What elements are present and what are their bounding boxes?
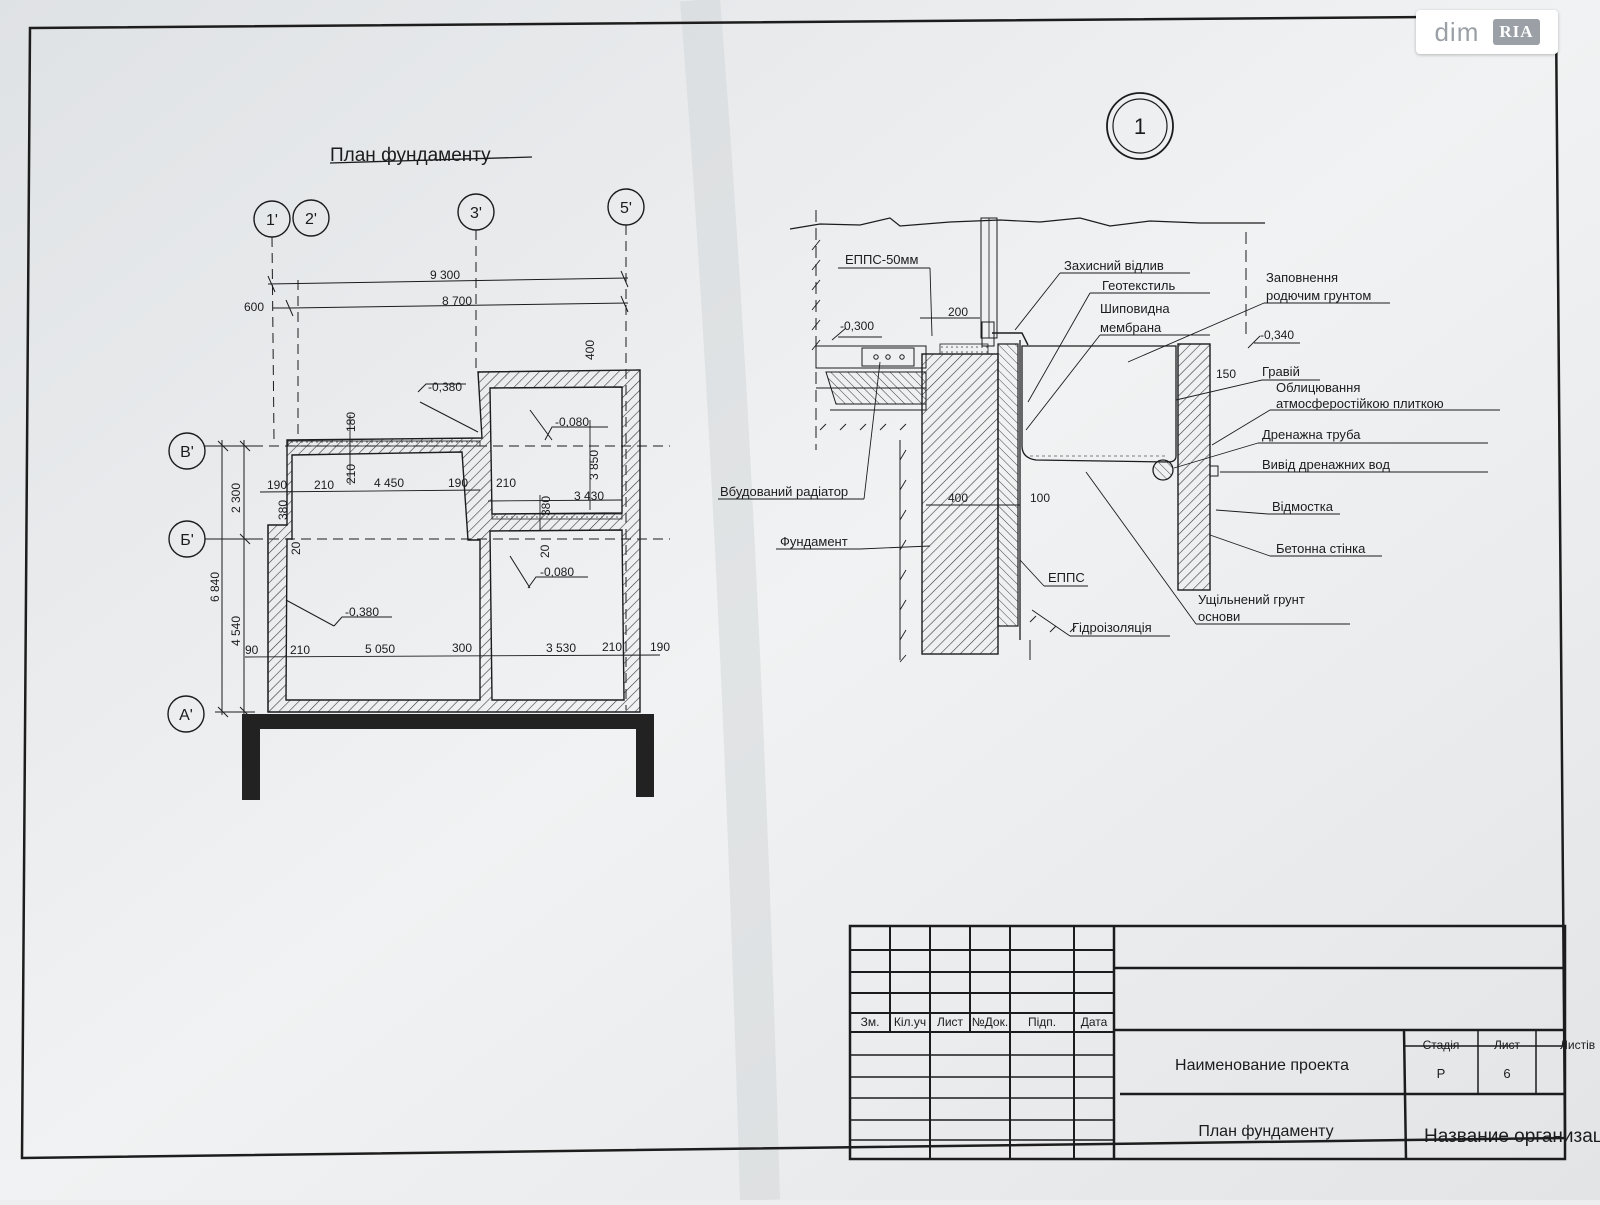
label-ushchilnenyi: Ущільнений грунт	[1198, 592, 1305, 607]
svg-text:5 050: 5 050	[365, 642, 395, 656]
svg-text:20: 20	[289, 541, 303, 555]
svg-text:1': 1'	[266, 212, 278, 229]
svg-text:150: 150	[1216, 367, 1236, 381]
dim-ria-watermark: dim RIA	[1416, 10, 1558, 54]
svg-text:190: 190	[267, 478, 287, 492]
label-vyvid: Вивід дренажних вод	[1262, 457, 1390, 472]
label-epps: ЕППС	[1048, 570, 1085, 585]
epps-insulation	[997, 343, 1019, 627]
slab-band	[242, 714, 654, 729]
label-level-340: -0,340	[1260, 328, 1294, 342]
svg-text:180: 180	[344, 412, 358, 432]
svg-text:210: 210	[290, 643, 310, 657]
organization-name: Название организации	[1424, 1126, 1600, 1147]
svg-text:380: 380	[539, 496, 553, 516]
svg-text:Підп.: Підп.	[1028, 1015, 1056, 1029]
svg-text:Дата: Дата	[1081, 1015, 1108, 1029]
drain-pipe-icon	[1152, 459, 1174, 481]
label-level-300: -0,300	[840, 319, 874, 333]
dim-2300: 2 300	[229, 483, 243, 513]
dim-8700: 8 700	[442, 294, 472, 308]
label-vidmostka: Відмостка	[1272, 499, 1334, 514]
level-mark: -0,080	[555, 415, 589, 429]
svg-text:В': В'	[180, 444, 194, 461]
label-membrane: Шиповидна	[1100, 301, 1170, 316]
label-radiator: Вбудований радіатор	[720, 484, 848, 499]
svg-text:3 850: 3 850	[587, 450, 601, 480]
svg-text:Лист: Лист	[937, 1015, 964, 1029]
dim-4540: 4 540	[229, 616, 243, 646]
svg-text:20: 20	[538, 544, 552, 558]
sheet-number: 6	[1503, 1066, 1510, 1081]
svg-text:400: 400	[583, 340, 597, 360]
svg-text:210: 210	[314, 478, 334, 492]
svg-text:210: 210	[496, 476, 516, 490]
svg-text:родючим грунтом: родючим грунтом	[1266, 288, 1371, 303]
dim-6840: 6 840	[208, 572, 222, 602]
sheet-name: План фундаменту	[1198, 1123, 1333, 1140]
svg-text:атмосферостійкою плиткою: атмосферостійкою плиткою	[1276, 396, 1444, 411]
stage-value: Р	[1437, 1066, 1446, 1081]
plan-walls	[267, 369, 641, 713]
label-oblitsiuvannia: Облицювання	[1276, 380, 1360, 395]
dim-600: 600	[244, 300, 264, 314]
svg-text:190: 190	[650, 640, 670, 654]
svg-text:Кіл.уч: Кіл.уч	[894, 1015, 926, 1029]
label-epps50: ЕППС-50мм	[845, 252, 918, 267]
svg-text:300: 300	[452, 641, 472, 655]
concrete-wall	[1177, 343, 1211, 591]
level-mark: -0,080	[540, 565, 574, 579]
svg-text:3': 3'	[470, 205, 482, 222]
axis-bubble-v: В'	[168, 432, 206, 470]
svg-text:мембрана: мембрана	[1100, 320, 1162, 335]
label-drenazhna: Дренажна труба	[1262, 427, 1361, 442]
svg-text:1: 1	[1134, 114, 1146, 139]
detail-marker: 1	[1106, 92, 1174, 160]
svg-text:Б': Б'	[180, 532, 194, 549]
ria-logo-icon: RIA	[1493, 19, 1540, 45]
label-graviy: Гравій	[1262, 364, 1300, 379]
svg-text:200: 200	[948, 305, 968, 319]
label-zakhysnyi: Захисний відлив	[1064, 258, 1164, 273]
svg-text:Зм.: Зм.	[861, 1015, 880, 1029]
svg-text:Лист: Лист	[1494, 1038, 1521, 1052]
svg-text:основи: основи	[1198, 609, 1240, 624]
axis-bubble-2: 2'	[292, 199, 330, 237]
svg-text:190: 190	[448, 476, 468, 490]
label-zapovnennia: Заповнення	[1266, 270, 1338, 285]
watermark-brand: dim	[1434, 16, 1480, 47]
svg-text:4 450: 4 450	[374, 476, 404, 490]
level-mark: -0,380	[345, 605, 379, 619]
svg-text:5': 5'	[620, 200, 632, 217]
level-mark: -0,380	[428, 380, 462, 394]
svg-text:90: 90	[245, 643, 259, 657]
label-fundament: Фундамент	[780, 534, 848, 549]
section-detail: 1	[718, 92, 1500, 663]
plan-title: План фундаменту	[330, 145, 491, 166]
svg-text:3 430: 3 430	[574, 489, 604, 503]
label-betonna: Бетонна стінка	[1276, 541, 1366, 556]
label-geotekstyl: Геотекстиль	[1102, 278, 1176, 293]
svg-text:100: 100	[1030, 491, 1050, 505]
svg-text:210: 210	[602, 640, 622, 654]
svg-text:Стадія: Стадія	[1423, 1038, 1460, 1052]
dim-9300: 9 300	[430, 268, 460, 282]
foundation-plan: План фундаменту 1' 2' 3' 5' В' Б'	[167, 145, 670, 800]
title-block	[848, 924, 1567, 1161]
axis-bubble-a: А'	[167, 695, 205, 733]
svg-text:Листів: Листів	[1560, 1038, 1595, 1052]
svg-text:2': 2'	[305, 211, 317, 228]
svg-text:400: 400	[948, 491, 968, 505]
svg-text:3 530: 3 530	[546, 641, 576, 655]
svg-text:№Док.: №Док.	[972, 1015, 1008, 1029]
title-block-text: Зм. Кіл.уч Лист №Док. Підп. Дата Наимено…	[861, 1015, 1600, 1147]
svg-text:380: 380	[276, 500, 290, 520]
foundation-wall	[921, 353, 999, 655]
label-hidroizoliatsiia: Гідроізоляція	[1072, 620, 1152, 635]
svg-text:210: 210	[344, 464, 358, 484]
project-name: Наименование проекта	[1175, 1057, 1349, 1074]
svg-text:А': А'	[179, 707, 193, 724]
